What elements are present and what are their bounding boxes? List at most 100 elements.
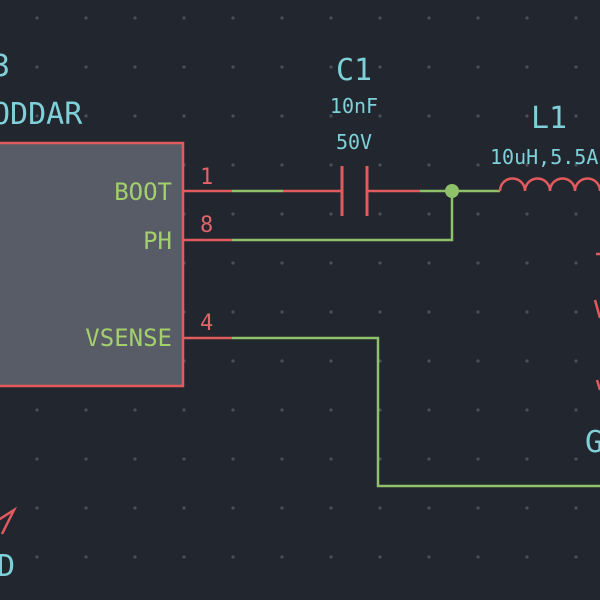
grid-dot [231,457,235,461]
grid-dot [427,16,431,20]
grid-dot [329,506,333,510]
grid-dot [35,555,39,559]
junction-node[interactable] [445,184,459,198]
grid-dot [378,114,382,118]
grid-dot [35,408,39,412]
ic-body[interactable] [0,141,185,388]
grid-dot [476,359,480,363]
grid-dot [280,65,284,69]
grid-dot [476,310,480,314]
grid-dot [35,506,39,510]
grid-dot [525,212,529,216]
grid-dot [476,16,480,20]
wire-ph-to-node[interactable] [232,191,454,242]
grid-dot [280,261,284,265]
grid-dot [574,408,578,412]
grid-dot [35,114,39,118]
grid-dot [378,163,382,167]
grid-dot [280,506,284,510]
grid-dot [35,457,39,461]
grid-dot [133,16,137,20]
grid-dot [133,65,137,69]
grid-dot [476,506,480,510]
grid-dot [84,114,88,118]
grid-dot [525,555,529,559]
grid-dot [427,163,431,167]
grid-dot [133,506,137,510]
grid-dot [231,212,235,216]
grid-dot [476,408,480,412]
grid-dot [378,212,382,216]
pin-name-boot: BOOT [114,178,172,206]
grid-dot [525,16,529,20]
partial-component-right-mid [593,299,600,319]
grid-dot [329,408,333,412]
grid-dot [182,506,186,510]
grid-dot [84,555,88,559]
grid-dot [329,310,333,314]
grid-dot [476,555,480,559]
grid-dot [280,16,284,20]
grid-dot [35,16,39,20]
grid-dot [182,555,186,559]
grid-dot [84,408,88,412]
grid-dot [574,16,578,20]
grid-dot [84,16,88,20]
grid-dot [525,506,529,510]
grid-dot [476,114,480,118]
grid-dot [574,555,578,559]
grid-dot [231,408,235,412]
grid-dot [133,457,137,461]
grid-dot [231,163,235,167]
grid-dot [329,457,333,461]
grid-dot [280,163,284,167]
inductor-l1[interactable] [498,177,600,192]
grid-dot [378,506,382,510]
grid-dot [574,261,578,265]
grid-dot [525,457,529,461]
wire-vsense[interactable] [232,336,600,488]
inductor-ref-label: L1 [531,101,567,136]
grid-dot [427,506,431,510]
grid-dot [476,261,480,265]
grid-dot [133,114,137,118]
grid-dot [378,16,382,20]
grid-dot [525,163,529,167]
right-partial-label: G [585,425,600,460]
capacitor-ref-label: C1 [336,53,372,88]
grid-dot [329,16,333,20]
grid-dot [182,408,186,412]
grid-dot [182,114,186,118]
grid-dot [378,65,382,69]
pin-number-4: 4 [200,311,213,336]
grid-dot [378,555,382,559]
grid-dot [574,212,578,216]
grid-dot [525,408,529,412]
grid-dot [476,457,480,461]
grid-dot [84,457,88,461]
capacitor-c1[interactable] [283,166,420,216]
grid-dot [427,65,431,69]
grid-dot [525,310,529,314]
grid-dot [574,163,578,167]
grid-dot [329,114,333,118]
grid-dot [427,359,431,363]
grid-dot [280,114,284,118]
grid-dot [84,506,88,510]
ground-symbol [0,506,18,535]
grid-dot [182,457,186,461]
grid-dot [574,65,578,69]
grid-dot [525,261,529,265]
grid-dot [280,359,284,363]
grid-dot [378,261,382,265]
bottom-partial-label: D [0,549,15,584]
grid-dot [280,457,284,461]
grid-dot [133,408,137,412]
grid-dot [574,457,578,461]
grid-dot [280,555,284,559]
grid-dot [378,310,382,314]
grid-dot [427,457,431,461]
pin-number-1: 1 [200,165,213,190]
grid-dot [525,114,529,118]
grid-dot [231,114,235,118]
